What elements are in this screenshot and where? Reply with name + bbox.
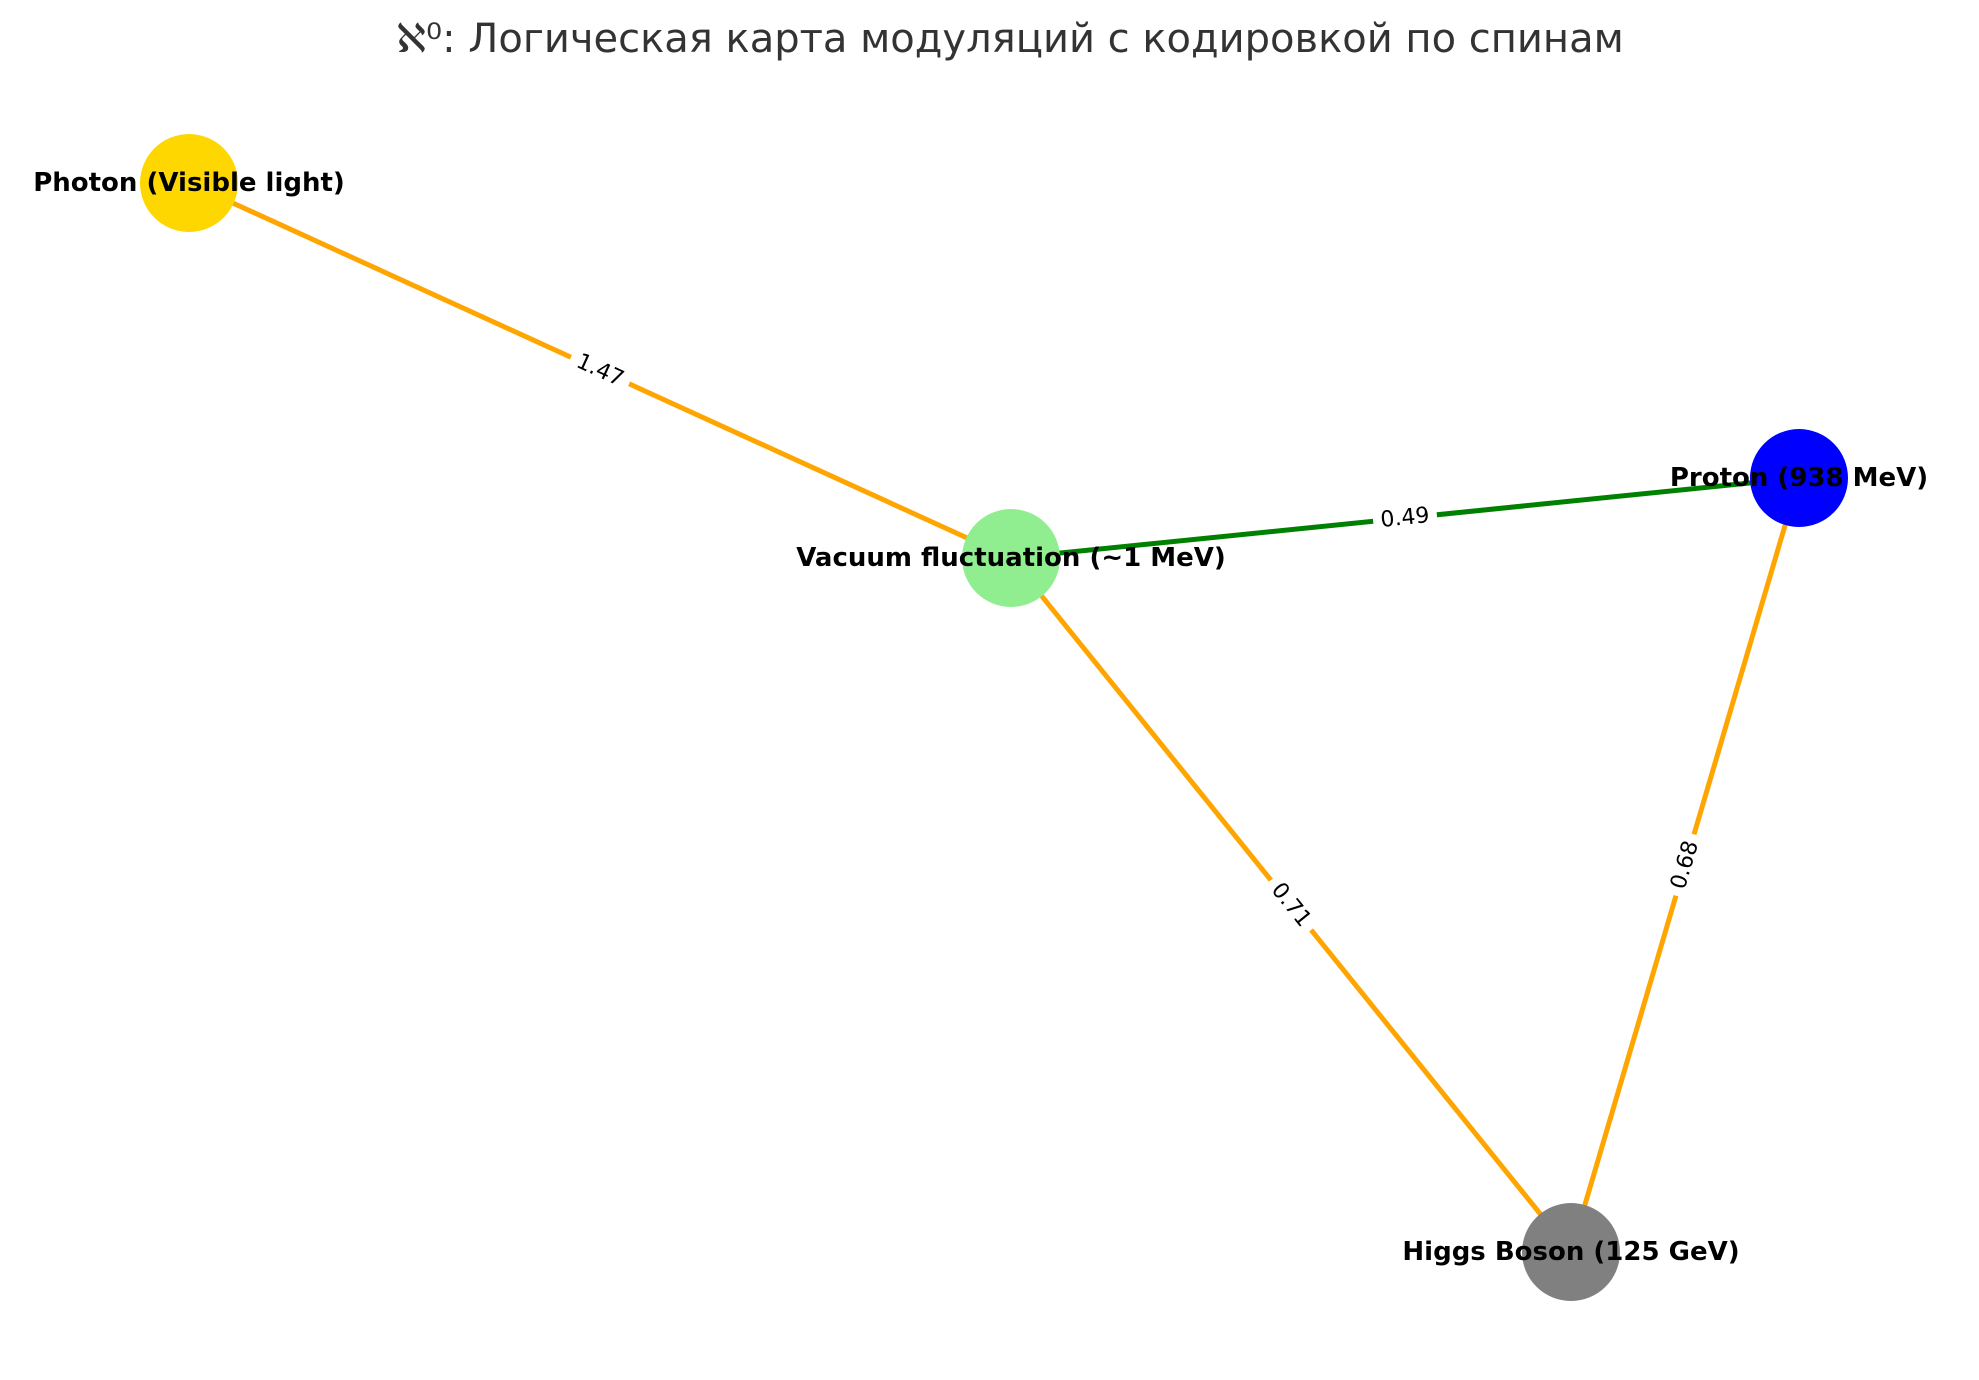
node-label-photon: Photon (Visible light) [33, 168, 345, 198]
node-vacuum [962, 509, 1060, 607]
node-proton [1750, 429, 1848, 527]
node-label-vacuum: Vacuum fluctuation (~1 MeV) [796, 543, 1226, 573]
node-label-proton: Proton (938 MeV) [1670, 463, 1928, 493]
edge-weight-background [1371, 499, 1439, 537]
node-higgs [1522, 1203, 1620, 1301]
edge-weight-background [1259, 870, 1323, 940]
nodes-layer [140, 134, 1848, 1301]
edge-weight-background [564, 343, 636, 398]
edge-weight-background [1661, 830, 1709, 900]
diagram-title: ℵ⁰: Логическая карта модуляций с кодиров… [396, 16, 1624, 62]
node-label-higgs: Higgs Boson (125 GeV) [1402, 1237, 1739, 1267]
edge-weight-photon-vacuum: 1.47 [564, 343, 636, 398]
edge-weight-proton-higgs: 0.68 [1661, 830, 1709, 900]
node-photon [140, 134, 238, 232]
edge-weight-label: 0.49 [1379, 503, 1430, 533]
edge-weight-vacuum-proton: 0.49 [1371, 499, 1439, 537]
edges-layer [187, 180, 1802, 1254]
